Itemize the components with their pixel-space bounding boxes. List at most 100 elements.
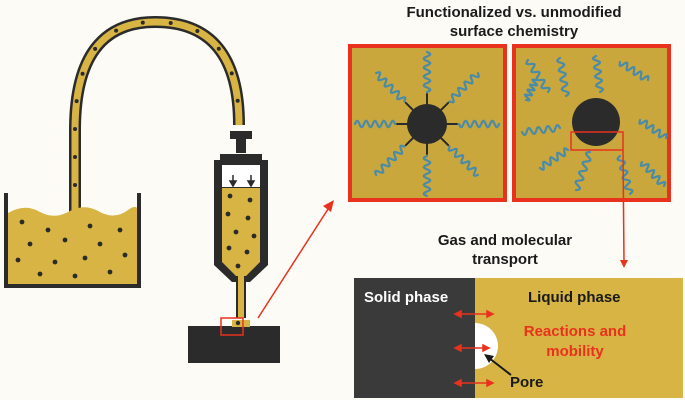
- free-chain: [638, 118, 668, 140]
- beaker-particles: [15, 219, 128, 279]
- particle: [74, 99, 79, 104]
- free-chain: [538, 147, 570, 171]
- syringe-particles: [225, 193, 257, 269]
- free-chain: [556, 56, 570, 98]
- tether: [440, 101, 450, 111]
- particle: [114, 28, 119, 33]
- particle: [227, 193, 233, 199]
- particle: [82, 255, 88, 261]
- tether: [404, 101, 414, 111]
- pore-label: Pore: [510, 374, 543, 391]
- apparatus: [4, 15, 334, 363]
- particle: [251, 233, 257, 239]
- particle: [45, 227, 51, 233]
- free-chain: [520, 123, 562, 137]
- p2-chains: [520, 54, 668, 196]
- free-chain: [574, 150, 592, 192]
- transport-line-1: Gas and molecular: [438, 232, 572, 249]
- substrate: [188, 326, 280, 363]
- particle: [19, 219, 25, 225]
- particle: [235, 263, 241, 269]
- particle: [140, 20, 145, 25]
- particle: [235, 98, 240, 103]
- particle: [195, 29, 200, 34]
- transport-arrows: [453, 309, 495, 388]
- free-chain: [523, 78, 539, 102]
- particle: [52, 259, 58, 265]
- particle: [244, 249, 250, 255]
- tube-particles: [73, 20, 240, 215]
- reactions-label-1: Reactions and: [524, 323, 627, 340]
- ligand-chain: [448, 72, 480, 104]
- deposit-particle: [235, 320, 241, 326]
- interface-arrow-head: [620, 260, 628, 268]
- liquid-phase-region: [475, 278, 683, 398]
- unmodified-panel: [512, 44, 671, 268]
- syringe-plunger-rod: [236, 139, 246, 153]
- ligand-chain: [422, 50, 432, 94]
- particle: [15, 257, 21, 263]
- particle: [27, 241, 33, 247]
- unmodified-particle: [572, 98, 620, 146]
- solid-phase-region: [354, 278, 475, 398]
- particle: [122, 252, 128, 258]
- tether: [404, 137, 414, 147]
- particle: [73, 183, 77, 187]
- particle: [107, 269, 113, 275]
- particle: [225, 211, 231, 217]
- liquid-phase-label: Liquid phase: [528, 289, 621, 306]
- syringe-neck-liquid: [238, 276, 244, 318]
- transport-line-2: transport: [472, 251, 538, 268]
- ligand-chain: [457, 119, 501, 129]
- particle: [245, 215, 251, 221]
- particle: [72, 273, 78, 279]
- particle: [62, 237, 68, 243]
- ligand-chain: [374, 144, 406, 176]
- particle: [97, 241, 103, 247]
- particle: [226, 245, 232, 251]
- zoom-box-interface: [570, 131, 624, 151]
- beaker: [4, 193, 141, 288]
- feed-tube-fill: [71, 18, 243, 225]
- particle: [233, 229, 239, 235]
- particle: [37, 271, 43, 277]
- particle: [117, 227, 123, 233]
- ligand-chain: [353, 119, 397, 129]
- functionalized-panel: [348, 44, 507, 202]
- particle: [168, 20, 173, 25]
- free-chain: [639, 160, 667, 188]
- ligand-chain: [422, 154, 432, 198]
- particle: [73, 127, 78, 131]
- pressure-arrows: [228, 175, 256, 188]
- zoom-arrow-head: [323, 200, 334, 212]
- particle: [87, 223, 93, 229]
- syringe-liquid: [222, 188, 260, 276]
- beaker-liquid: [8, 206, 137, 284]
- particle: [93, 46, 98, 51]
- ligand-chain: [447, 145, 479, 177]
- p1-chains: [353, 50, 501, 198]
- title-line-1: Functionalized vs. unmodified: [406, 4, 621, 21]
- interface-arrow: [622, 149, 625, 263]
- particle: [73, 155, 77, 159]
- pore-arrow-head: [484, 354, 494, 363]
- free-chain: [591, 54, 605, 94]
- deposit-spot: [232, 320, 250, 327]
- zoom-box-deposit: [220, 317, 244, 336]
- particle: [80, 71, 85, 76]
- syringe-headspace: [222, 165, 260, 187]
- free-chain: [616, 154, 634, 196]
- free-chain: [525, 58, 551, 94]
- syringe-plunger-cap: [230, 131, 252, 139]
- title-line-2: surface chemistry: [450, 23, 579, 40]
- free-chain: [618, 60, 650, 82]
- particle: [247, 197, 253, 203]
- pore-arrow: [488, 357, 512, 376]
- zoom-arrow: [257, 205, 331, 319]
- functionalized-particle: [407, 104, 447, 144]
- interface-panel: Solid phase Liquid phase Reactions and m…: [354, 278, 683, 398]
- particle: [229, 71, 234, 76]
- reactions-label-2: mobility: [546, 343, 604, 360]
- ligand-chain: [375, 71, 407, 103]
- solid-phase-label: Solid phase: [364, 289, 448, 306]
